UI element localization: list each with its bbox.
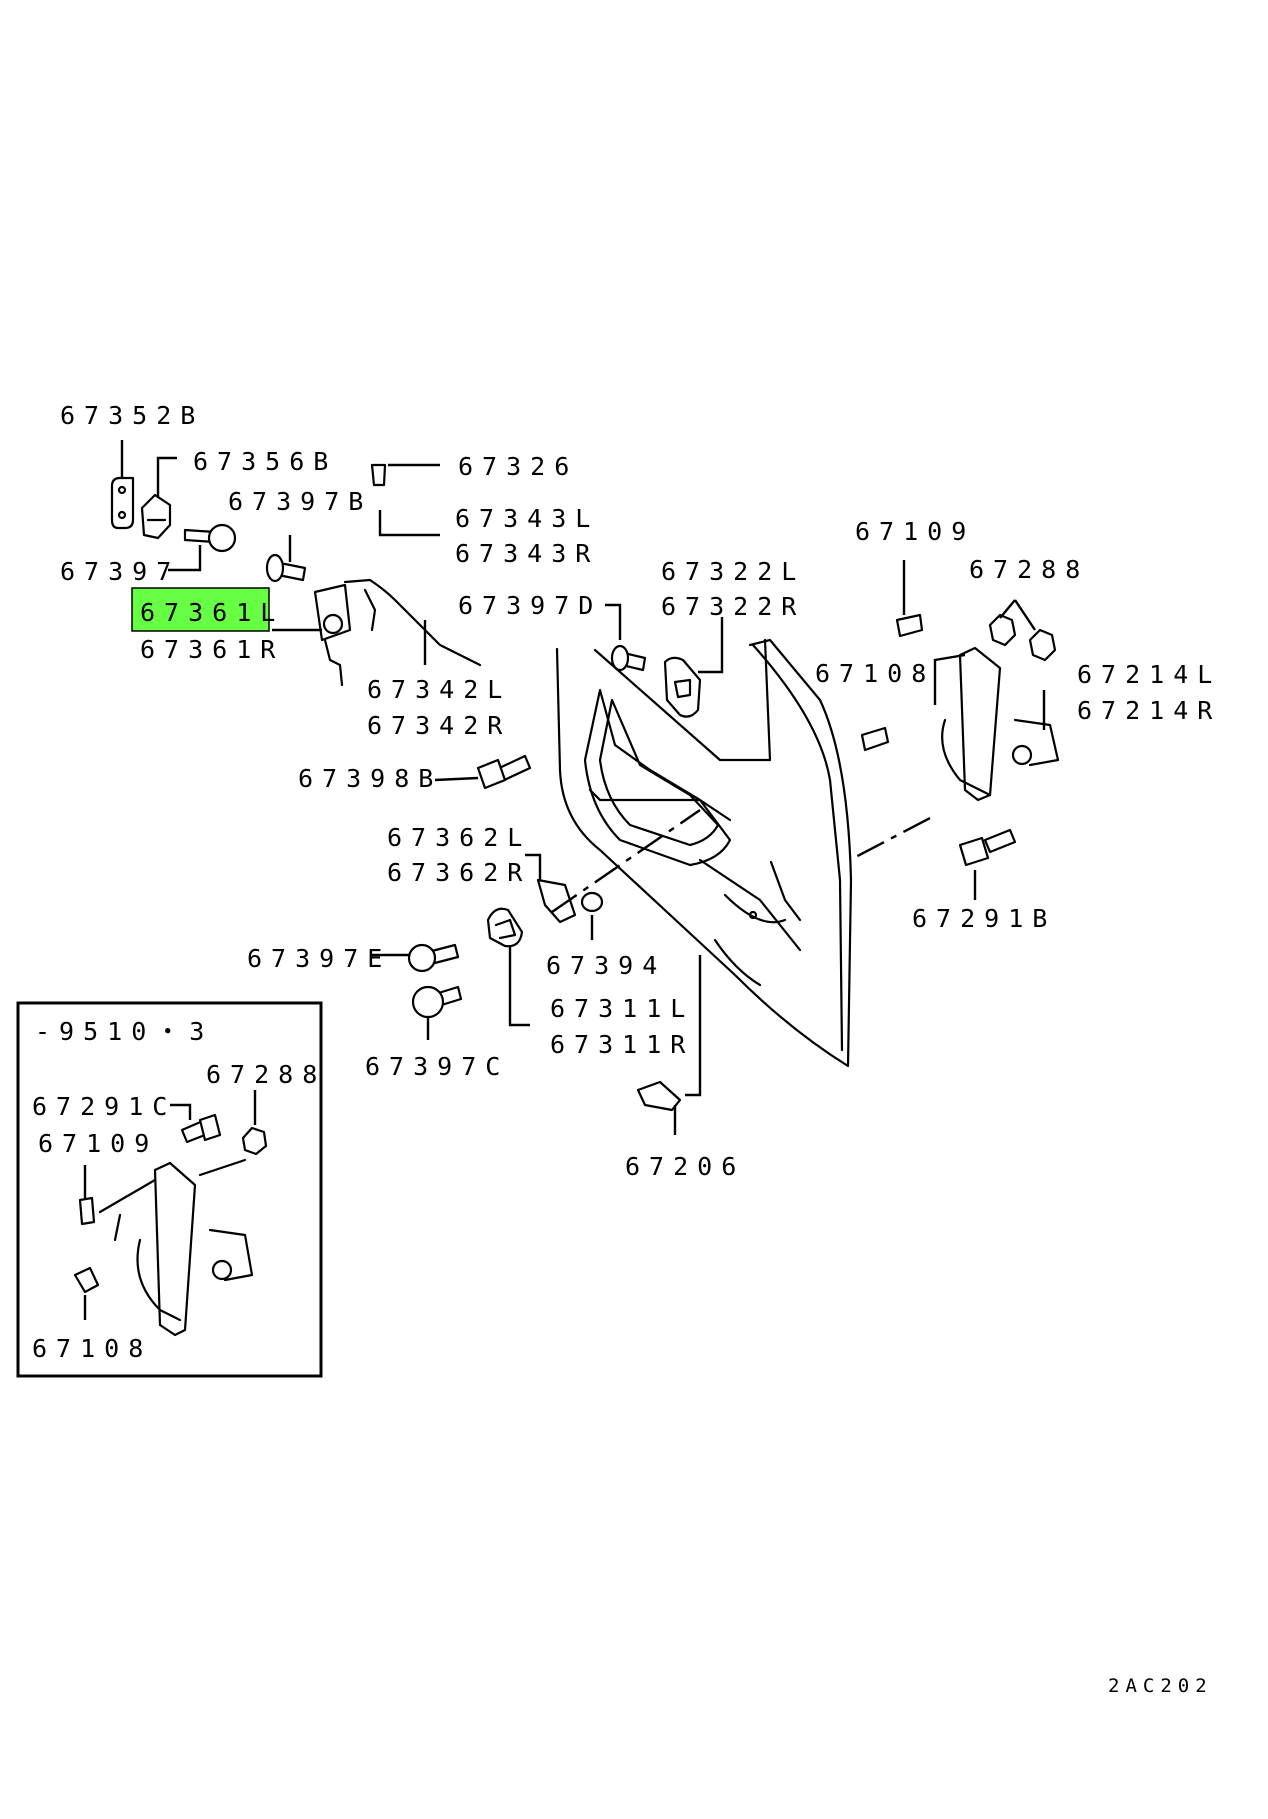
inset-callout-67108[interactable]: 67108 — [32, 1334, 152, 1363]
callout-67343L[interactable]: 67343L — [455, 504, 599, 533]
bolt-67109 — [895, 613, 924, 638]
callout-67214L[interactable]: 67214L — [1077, 660, 1221, 689]
inset-date-code: -9510・3 — [35, 1017, 213, 1046]
callout-67322L[interactable]: 67322L — [661, 557, 805, 586]
callout-67206[interactable]: 67206 — [625, 1152, 745, 1181]
bolt-67291B — [958, 828, 1017, 867]
inset-callout-67109[interactable]: 67109 — [38, 1129, 158, 1158]
callout-67362R[interactable]: 67362R — [387, 858, 531, 887]
callout-67291B[interactable]: 67291B — [912, 904, 1056, 933]
bolt-67398B — [476, 754, 532, 790]
callout-67397[interactable]: 67397 — [60, 557, 180, 586]
callout-67311L[interactable]: 67311L — [550, 994, 694, 1023]
bolt-67108 — [860, 726, 890, 752]
callout-67397B[interactable]: 67397B — [228, 487, 372, 516]
bracket-67356B — [140, 493, 172, 540]
inset-panel — [16, 1001, 323, 1378]
inset-callout-67291C[interactable]: 67291C — [32, 1092, 176, 1121]
callout-67397D[interactable]: 67397D — [458, 591, 602, 620]
callout-67343R[interactable]: 67343R — [455, 539, 599, 568]
callout-67361L[interactable]: 67361L — [140, 598, 284, 627]
callout-67397E[interactable]: 67397E — [247, 944, 391, 973]
callout-67342L[interactable]: 67342L — [367, 675, 511, 704]
callout-67311R[interactable]: 67311R — [550, 1030, 694, 1059]
callout-67352B[interactable]: 67352B — [60, 401, 204, 430]
cap-67326 — [370, 463, 387, 487]
callout-67397C[interactable]: 67397C — [365, 1052, 509, 1081]
callout-67356B[interactable]: 67356B — [193, 447, 337, 476]
callout-67326[interactable]: 67326 — [458, 452, 578, 481]
callout-67398B[interactable]: 67398B — [298, 764, 442, 793]
striker-67322 — [663, 656, 702, 718]
bolt-67397D — [610, 644, 647, 672]
screw-67397 — [183, 523, 237, 553]
callout-67322R[interactable]: 67322R — [661, 592, 805, 621]
highlight-box — [131, 587, 270, 632]
inset-callout-67288[interactable]: 67288 — [206, 1060, 326, 1089]
nuts-67288 — [988, 613, 1057, 662]
screw-67397C — [411, 985, 463, 1019]
rod-67342 — [343, 578, 482, 667]
leader-lines — [120, 440, 1046, 1135]
diagram-code: 2AC202 — [1108, 1675, 1213, 1697]
callout-67108[interactable]: 67108 — [815, 659, 935, 688]
door-panel — [555, 638, 853, 1068]
clip-67206 — [636, 1080, 682, 1112]
callout-67394[interactable]: 67394 — [546, 951, 666, 980]
callout-67288[interactable]: 67288 — [969, 555, 1089, 584]
handle-67311 — [486, 907, 524, 948]
gasket-plate-67352B — [110, 476, 135, 530]
callout-67361R[interactable]: 67361R — [140, 635, 284, 664]
bracket-67362 — [536, 878, 577, 924]
callout-67109[interactable]: 67109 — [855, 517, 975, 546]
plug-67394 — [580, 891, 604, 913]
callout-67342R[interactable]: 67342R — [367, 711, 511, 740]
regulator-67214 — [941, 646, 1060, 802]
latch-67361L — [313, 583, 352, 687]
callout-67362L[interactable]: 67362L — [387, 823, 531, 852]
callout-67214R[interactable]: 67214R — [1077, 696, 1221, 725]
screw-67397E — [407, 943, 460, 973]
bolt-67397B — [265, 553, 307, 583]
